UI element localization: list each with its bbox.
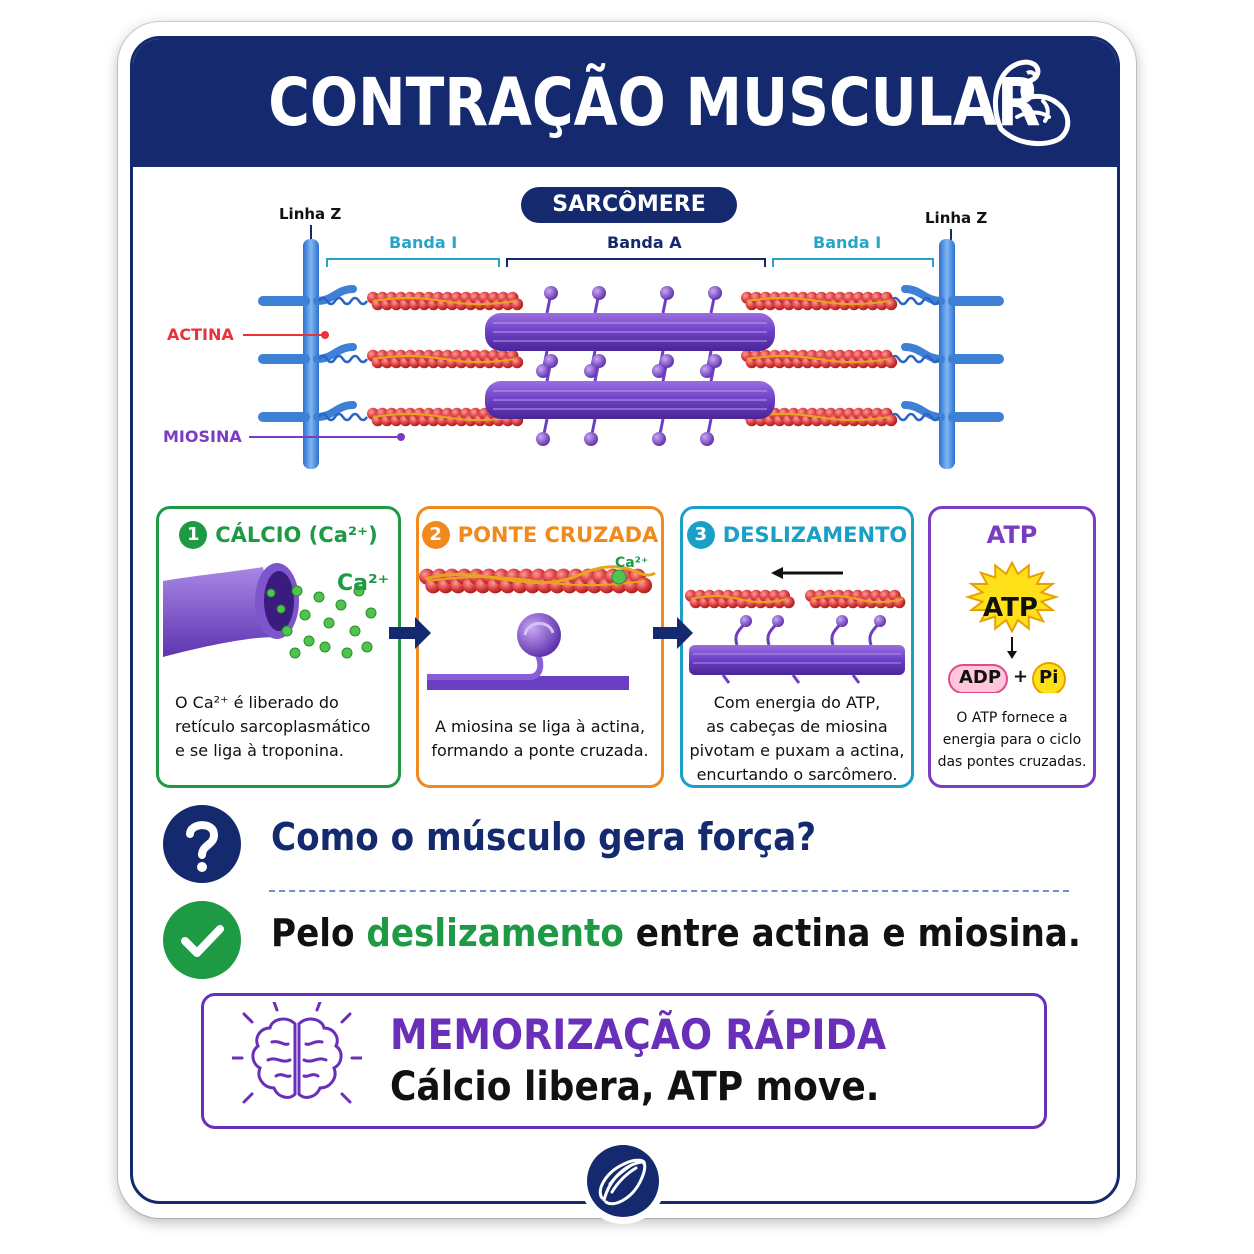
- actin-label: ACTINA: [167, 325, 234, 344]
- step-description-line: retículo sarcoplasmático: [175, 717, 371, 736]
- myosin-head: [708, 286, 722, 300]
- step-number: 3: [686, 521, 715, 549]
- titin-springs: [317, 296, 941, 422]
- actin-filaments: [367, 291, 898, 427]
- myosin-head: [836, 615, 848, 627]
- question-icon: [163, 805, 241, 883]
- band-i-left-label: Banda I: [389, 233, 458, 252]
- myosin-head: [584, 364, 598, 378]
- myosin-filaments: [485, 286, 775, 446]
- z-line-right-label: Linha Z: [925, 209, 988, 227]
- band-a-label: Banda A: [607, 233, 682, 252]
- actin-filament: [805, 589, 906, 609]
- step-description-line: Com energia do ATP,: [713, 693, 881, 712]
- divider: [269, 890, 1069, 892]
- plus-label: +: [1013, 666, 1029, 687]
- actin-filament: [367, 407, 524, 427]
- step-description-line: O Ca²⁺ é liberado do: [175, 693, 339, 712]
- adp-label: ADP: [959, 667, 1002, 688]
- actin-filament: [685, 589, 795, 609]
- pi-label: Pi: [1039, 667, 1059, 688]
- z-line-left: [258, 239, 357, 469]
- actin-filament: [741, 349, 898, 369]
- page-title: CONTRAÇÃO MUSCULAR: [268, 64, 1041, 141]
- step-title: DESLIZAMENTO: [722, 523, 908, 547]
- step-description-line: A miosina se liga à actina,: [434, 717, 646, 736]
- step-description-line: O ATP fornece a: [956, 710, 1068, 726]
- flexed-arm-icon: [993, 59, 1071, 147]
- footer-badge: [580, 1138, 666, 1224]
- step-description-line: energia para o ciclo: [942, 732, 1082, 748]
- step-title: PONTE CRUZADA: [457, 523, 659, 547]
- myosin-head: [772, 615, 784, 627]
- step-description-line: e se liga à troponina.: [175, 741, 344, 760]
- myosin-label: MIOSINA: [163, 427, 242, 446]
- myosin-head: [584, 432, 598, 446]
- myosin-head: [660, 286, 674, 300]
- answer-row: Pelo deslizamento entre actina e miosina…: [163, 901, 1103, 981]
- header-bar: CONTRAÇÃO MUSCULAR: [133, 39, 1117, 167]
- memo-text: Cálcio libera, ATP move.: [390, 1064, 880, 1110]
- step-description-line: das pontes cruzadas.: [937, 754, 1087, 770]
- sarcoplasmic-reticulum-illustration: [163, 563, 377, 659]
- muscle-icon: [587, 1145, 659, 1217]
- myosin-head: [740, 615, 752, 627]
- step-number: 2: [421, 521, 450, 549]
- myosin-head: [660, 354, 674, 368]
- answer-highlight: deslizamento: [366, 911, 624, 955]
- calcium-label: Ca²⁺: [615, 555, 649, 571]
- z-line-right: [901, 239, 1004, 469]
- question-row: Como o músculo gera força?: [163, 805, 1103, 885]
- band-a-bracket: [506, 258, 766, 267]
- band-i-right-bracket: [772, 258, 934, 267]
- step-cross-bridge-card: 2 PONTE CRUZADA Ca²⁺ A miosina se liga à …: [416, 506, 664, 788]
- band-i-left-bracket: [326, 258, 500, 267]
- actin-filament: [367, 349, 524, 369]
- myosin-head: [652, 364, 666, 378]
- sarcomere-diagram: [243, 225, 1004, 469]
- myosin-head: [700, 364, 714, 378]
- cross-bridge-illustration: [419, 565, 656, 690]
- step-description-line: pivotam e puxam a actina,: [689, 741, 905, 760]
- step-title: CÁLCIO (Ca²⁺): [215, 523, 378, 547]
- step-description-line: as cabeças de miosina: [706, 717, 888, 736]
- z-line-left-label: Linha Z: [279, 205, 342, 223]
- infographic-card: CONTRAÇÃO MUSCULAR SARCÔMERE: [130, 36, 1120, 1204]
- band-i-right-label: Banda I: [813, 233, 882, 252]
- memo-title: MEMORIZAÇÃO RÁPIDA: [390, 1010, 887, 1059]
- myosin-head: [700, 432, 714, 446]
- step-calcium-card: 1 CÁLCIO (Ca²⁺) Ca²⁺ O Ca²⁺ é liberado do…: [156, 506, 401, 788]
- actin-filament: [741, 291, 898, 311]
- atp-burst-label: ATP: [983, 593, 1038, 623]
- atp-illustration: [948, 560, 1066, 693]
- sliding-illustration: [685, 567, 906, 684]
- myosin-head: [536, 364, 550, 378]
- myosin-head: [536, 432, 550, 446]
- answer-text: Pelo deslizamento entre actina e miosina…: [271, 911, 1081, 955]
- myosin-head: [544, 354, 558, 368]
- myosin-head: [592, 354, 606, 368]
- calcium-label: Ca²⁺: [337, 571, 390, 596]
- memorization-box: MEMORIZAÇÃO RÁPIDA Cálcio libera, ATP mo…: [201, 993, 1047, 1129]
- myosin-head: [544, 286, 558, 300]
- step-description-line: encurtando o sarcômero.: [696, 765, 898, 784]
- step-description-line: formando a ponte cruzada.: [431, 741, 649, 760]
- question-text: Como o músculo gera força?: [271, 815, 817, 859]
- step-number: 1: [179, 521, 208, 549]
- step-sliding-card: 3 DESLIZAMENTO Com energia do ATP, as cab…: [680, 506, 914, 788]
- check-icon: [163, 901, 241, 979]
- step-title: ATP: [986, 521, 1038, 549]
- myosin-head: [592, 286, 606, 300]
- myosin-head: [652, 432, 666, 446]
- myosin-head: [708, 354, 722, 368]
- myosin-head: [874, 615, 886, 627]
- sarcomere-title: SARCÔMERE: [521, 187, 737, 223]
- atp-card: ATP ATP ADP + Pi O ATP fornece a energia…: [928, 506, 1096, 788]
- brain-icon: [232, 1002, 362, 1104]
- actin-filament: [367, 291, 524, 311]
